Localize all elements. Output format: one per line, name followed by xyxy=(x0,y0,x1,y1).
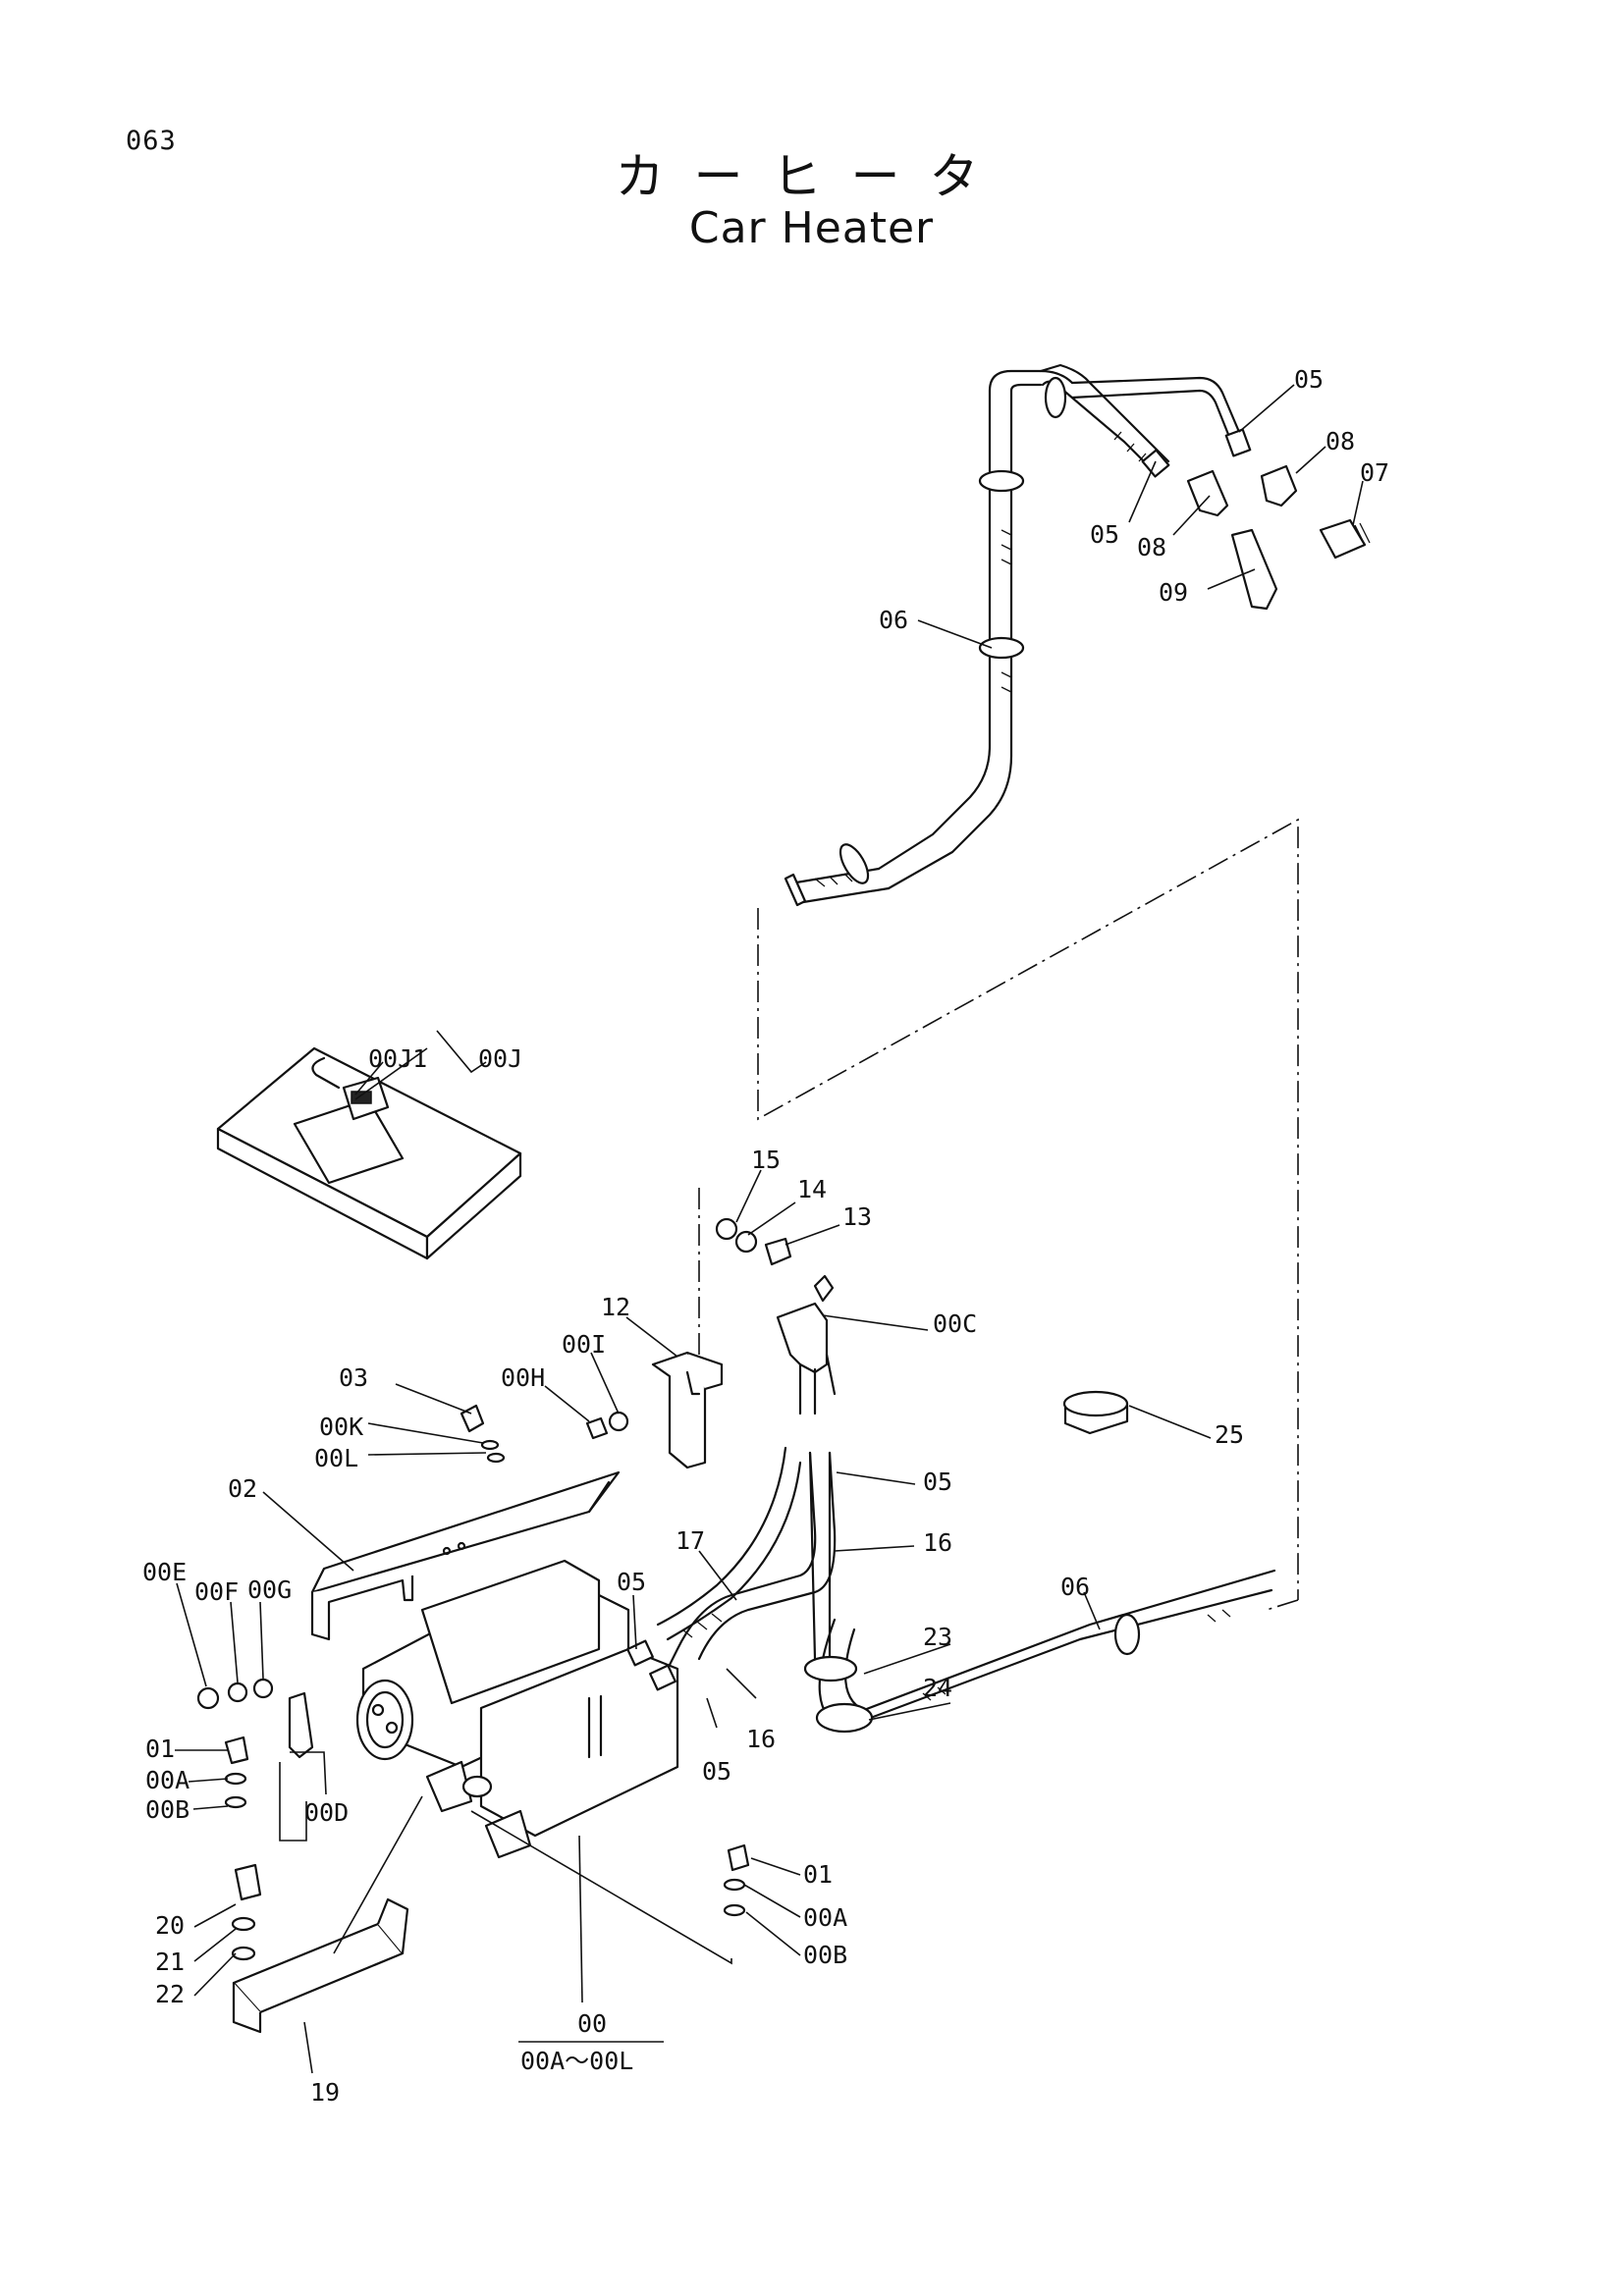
callout-08: 08 xyxy=(1325,427,1355,455)
callout-00B: 00B xyxy=(145,1795,189,1824)
callout-03: 03 xyxy=(339,1363,368,1392)
callout-20: 20 xyxy=(155,1911,185,1940)
callout-00L: 00L xyxy=(314,1444,358,1472)
hoses xyxy=(626,1446,1276,1734)
callout-00A: 00A xyxy=(803,1903,847,1932)
page-title-english: Car Heater xyxy=(688,203,935,253)
control-panel xyxy=(216,1046,522,1260)
callout-00J1: 00J1 xyxy=(368,1044,427,1073)
callout-06: 06 xyxy=(879,606,908,634)
callout-00G: 00G xyxy=(247,1575,292,1604)
callout-00A: 00A xyxy=(145,1766,189,1794)
callout-19: 19 xyxy=(310,2078,340,2107)
callout-00C: 00C xyxy=(933,1309,977,1338)
callout-00B: 00B xyxy=(803,1941,847,1969)
callout-12: 12 xyxy=(601,1293,630,1321)
callout-00: 00 xyxy=(577,2009,607,2038)
support-bracket xyxy=(232,1897,409,2034)
callout-00E: 00E xyxy=(142,1558,187,1586)
callout-25: 25 xyxy=(1215,1420,1244,1449)
hardware xyxy=(196,1217,1129,1961)
callout-24: 24 xyxy=(923,1674,952,1702)
callout-23: 23 xyxy=(923,1623,952,1651)
callout-15: 15 xyxy=(751,1146,781,1174)
callout-16: 16 xyxy=(746,1725,776,1753)
callout-00J: 00J xyxy=(478,1044,522,1073)
heater-unit xyxy=(355,1559,679,1859)
callout-05: 05 xyxy=(617,1568,646,1596)
leader-lines xyxy=(175,384,1364,2074)
upper-fittings xyxy=(1141,428,1371,611)
callout-22: 22 xyxy=(155,1980,185,2008)
callout-00F: 00F xyxy=(194,1577,239,1606)
callout-00I: 00I xyxy=(562,1330,606,1359)
callout-09: 09 xyxy=(1159,578,1188,607)
callout-21: 21 xyxy=(155,1948,185,1976)
callout-labels: 05 08 07 05 08 09 06 00J1 00J 15 14 13 1… xyxy=(142,365,1389,2107)
callout-05: 05 xyxy=(1294,365,1324,394)
callout-00A-range: 00A～00L xyxy=(520,2047,633,2075)
page-title-japanese: カーヒータ xyxy=(615,148,1008,205)
callout-01: 01 xyxy=(145,1735,175,1763)
phantom-lines xyxy=(698,818,1299,1611)
callout-02: 02 xyxy=(228,1474,257,1503)
callout-00D: 00D xyxy=(304,1798,349,1827)
callout-05: 05 xyxy=(1090,520,1119,549)
callout-17: 17 xyxy=(676,1526,705,1555)
callout-00K: 00K xyxy=(319,1413,363,1441)
callout-08: 08 xyxy=(1137,533,1166,561)
mounting-plate xyxy=(310,1470,621,1641)
callout-05: 05 xyxy=(702,1757,731,1786)
callout-13: 13 xyxy=(842,1202,872,1231)
page-number: 063 xyxy=(126,126,177,156)
callout-01: 01 xyxy=(803,1860,833,1889)
callout-06: 06 xyxy=(1060,1573,1090,1601)
callout-05: 05 xyxy=(923,1468,952,1496)
brackets xyxy=(651,1274,837,1469)
callout-00H: 00H xyxy=(501,1363,545,1392)
upper-heater-pipe xyxy=(784,363,1241,907)
callout-16: 16 xyxy=(923,1528,952,1557)
callout-14: 14 xyxy=(797,1175,827,1203)
callout-07: 07 xyxy=(1360,458,1389,487)
